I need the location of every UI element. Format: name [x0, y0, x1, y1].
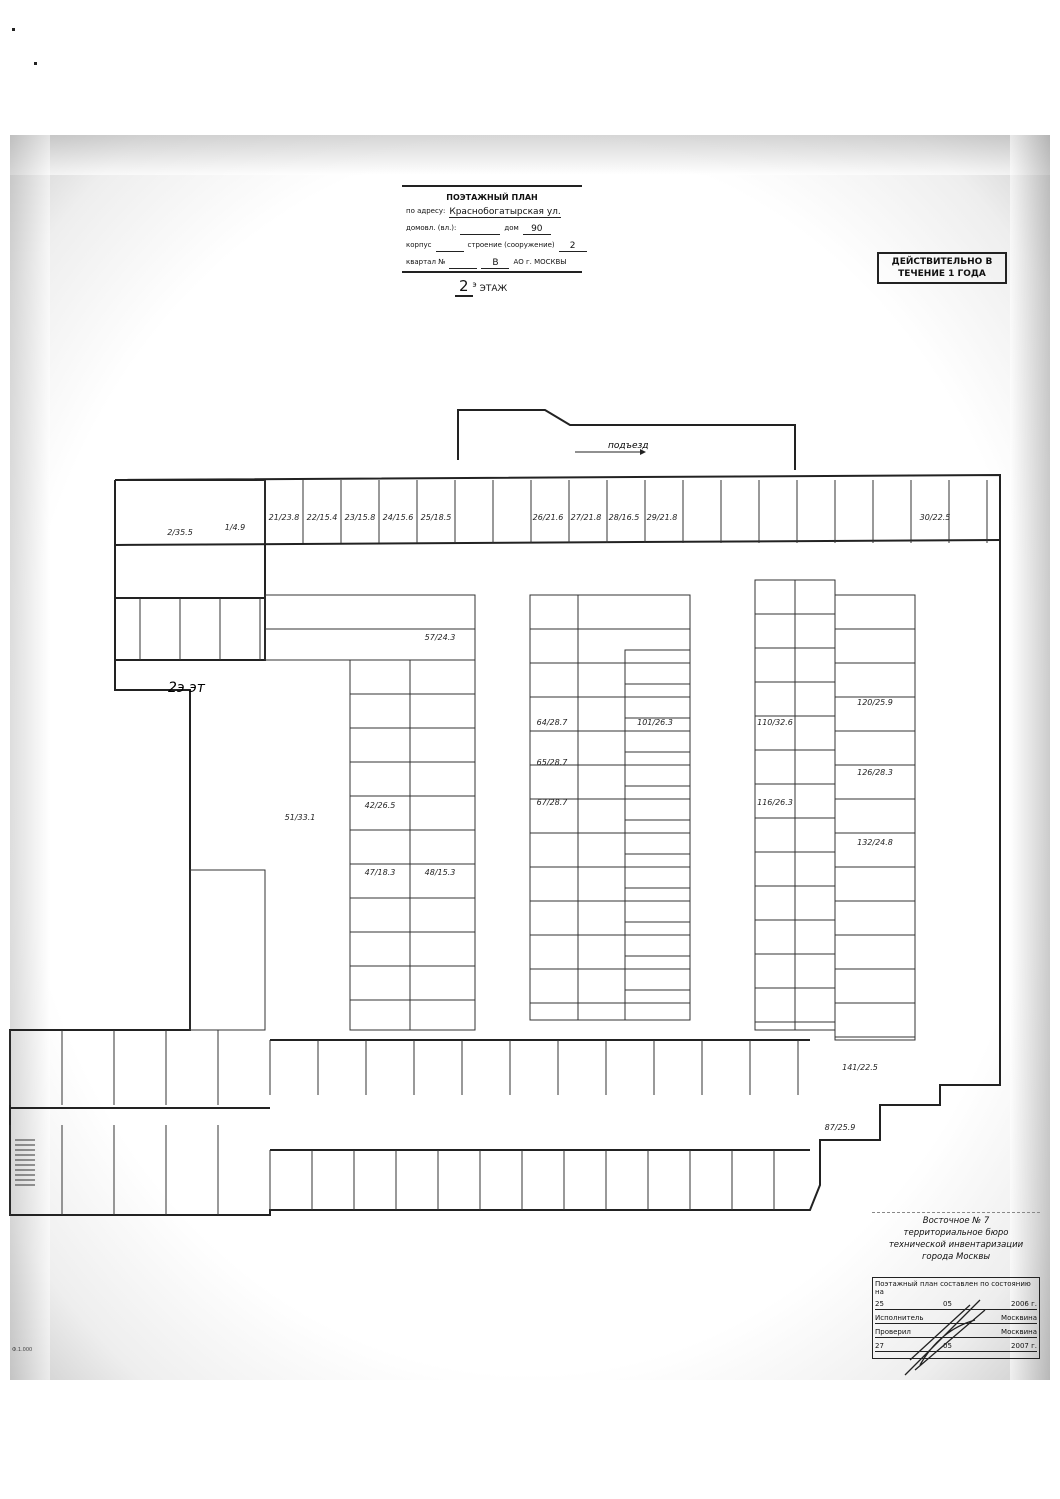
- room-label: 25/18.5: [421, 513, 452, 522]
- validity-line-1: ДЕЙСТВИТЕЛЬНО В: [891, 257, 993, 267]
- scan-speck: [34, 62, 37, 65]
- bureau-line-3: технической инвентаризации: [888, 1240, 1024, 1250]
- bureau-stamp: Восточное № 7 территориальное бюро техни…: [872, 1212, 1040, 1263]
- room-label: 116/26.3: [757, 798, 793, 807]
- district-suffix: АО г. МОСКВЫ: [513, 258, 567, 266]
- room-label: 27/21.8: [571, 513, 602, 522]
- plan-title: ПОЭТАЖНЫЙ ПЛАН: [446, 193, 538, 202]
- building-label: корпус: [406, 241, 432, 249]
- footer-note: Ф.1.000: [12, 1347, 33, 1353]
- floor-word: ЭТАЖ: [479, 284, 508, 294]
- room-label: 101/26.3: [637, 718, 673, 727]
- room-label: 51/33.1: [285, 813, 316, 822]
- stair-block: [189, 869, 266, 1031]
- signature-scribble: [904, 1299, 986, 1376]
- cert-date2-year: 2007 г.: [1011, 1342, 1037, 1350]
- room-block: [264, 594, 476, 661]
- cert-date1-year: 2006 г.: [1011, 1300, 1037, 1308]
- scan-shadow-right: [1010, 135, 1050, 1380]
- district-value: В: [481, 258, 510, 269]
- cert-date2-day: 27: [875, 1342, 884, 1350]
- address-value: Краснобогатырская ул.: [449, 207, 561, 218]
- cert-date1-month: 05: [943, 1300, 952, 1308]
- room-label: 87/25.9: [825, 1123, 856, 1132]
- scan-speck: [12, 28, 15, 31]
- cert-executor-name: Москвина: [1001, 1314, 1037, 1322]
- room-block: [834, 594, 916, 1041]
- floor-suffix: э: [472, 280, 477, 289]
- house-value: 90: [522, 224, 551, 235]
- bureau-line-2: территориальное бюро: [903, 1228, 1009, 1238]
- cert-checker-name: Москвина: [1001, 1328, 1037, 1336]
- entrance-label: подъезд: [608, 441, 649, 451]
- room-label: 2/35.5: [167, 528, 193, 537]
- room-label: 23/15.8: [345, 513, 376, 522]
- cert-executor-label: Исполнитель: [875, 1314, 924, 1322]
- structure-label: строение (сооружение): [467, 241, 555, 249]
- bureau-line-4: города Москвы: [921, 1252, 991, 1262]
- room-label: 120/25.9: [857, 698, 893, 707]
- room-block: [349, 659, 476, 1031]
- address-label: по адресу:: [406, 207, 446, 215]
- possession-label: домовл. (вл.):: [406, 224, 457, 232]
- room-label: 57/24.3: [425, 633, 456, 642]
- scan-shadow-left: [10, 135, 50, 1380]
- cert-date2-month: 05: [943, 1342, 952, 1350]
- room-label: 28/16.5: [609, 513, 640, 522]
- room-label: 141/22.5: [842, 1063, 878, 1072]
- room-block: [624, 649, 691, 1021]
- room-label: 65/28.7: [537, 758, 569, 767]
- room-label: 64/28.7: [537, 718, 569, 727]
- structure-value: 2: [558, 241, 587, 252]
- bureau-line-1: Восточное № 7: [922, 1216, 990, 1226]
- room-label: 126/28.3: [857, 768, 893, 777]
- room-label: 48/15.3: [425, 868, 456, 877]
- entrance-arrow-head: [640, 449, 646, 455]
- validity-line-2: ТЕЧЕНИЕ 1 ГОДА: [898, 269, 986, 279]
- room-label: 42/26.5: [365, 801, 396, 810]
- block-label: квартал №: [406, 258, 446, 266]
- room-label: 30/22.5: [920, 513, 951, 522]
- room-label: 22/15.4: [307, 513, 338, 522]
- cert-date1-day: 25: [875, 1300, 884, 1308]
- house-label: дом: [504, 224, 519, 232]
- room-label: 29/21.8: [647, 513, 678, 522]
- validity-stamp: ДЕЙСТВИТЕЛЬНО В ТЕЧЕНИЕ 1 ГОДА: [877, 252, 1007, 284]
- outer-wall: [9, 473, 1001, 1216]
- scan-shadow-top: [10, 135, 1050, 175]
- room-label: 24/15.6: [383, 513, 414, 522]
- cert-heading: Поэтажный план составлен по состоянию на: [875, 1280, 1031, 1296]
- room-label: 1/4.9: [225, 523, 246, 532]
- room-label: 21/23.8: [269, 513, 300, 522]
- cert-checker-label: Проверил: [875, 1328, 911, 1336]
- room-label: 110/32.6: [757, 718, 793, 727]
- room-label: 47/18.3: [365, 868, 396, 877]
- floor-note: 2э эт: [168, 680, 206, 696]
- corridor-wall: [114, 539, 1001, 546]
- room-label: 132/24.8: [857, 838, 893, 847]
- floor-number: 2: [455, 277, 473, 297]
- room-label: 26/21.6: [533, 513, 564, 522]
- title-block: ПОЭТАЖНЫЙ ПЛАН по адресу:Краснобогатырск…: [402, 185, 587, 273]
- room-label: 67/28.7: [537, 798, 569, 807]
- entrance-canopy: [457, 409, 796, 470]
